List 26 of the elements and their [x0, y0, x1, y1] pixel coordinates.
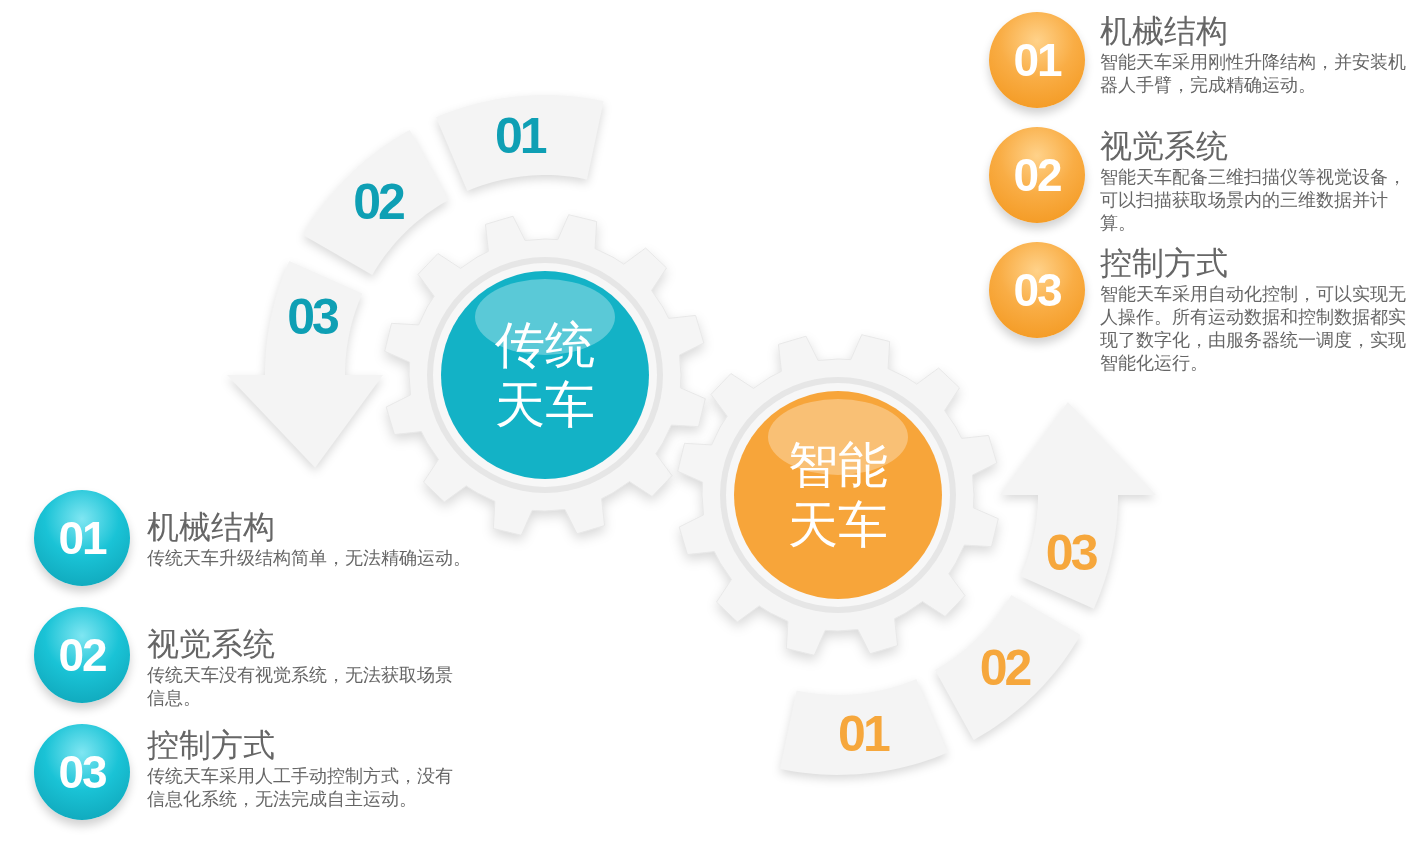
- item-description: 智能天车配备三维扫描仪等视觉设备，可以扫描获取场景内的三维数据并计算。: [1100, 166, 1407, 235]
- segment-number: 03: [1045, 528, 1096, 579]
- gear-label: 智能天车: [787, 436, 889, 555]
- number-badge: 02: [989, 127, 1085, 223]
- item-description: 传统天车没有视觉系统，无法获取场景信息。: [147, 664, 454, 710]
- item-description: 传统天车采用人工手动控制方式，没有信息化系统，无法完成自主运动。: [147, 765, 454, 811]
- segment-number: 02: [353, 177, 403, 228]
- item-description: 智能天车采用自动化控制，可以实现无人操作。所有运动数据和控制数据都实现了数字化，由服务器统一调度，实现智能化运行。: [1100, 283, 1407, 375]
- item-description: 智能天车采用刚性升降结构，并安装机器人手臂，完成精确运动。: [1100, 51, 1407, 97]
- item-heading: 机械结构: [1100, 14, 1228, 50]
- item-heading: 控制方式: [1100, 246, 1228, 282]
- gear-label: 传统天车: [494, 316, 596, 435]
- segment-number: 01: [494, 111, 545, 162]
- number-badge: 01: [34, 490, 130, 586]
- number-badge: 03: [989, 242, 1085, 338]
- item-heading: 视觉系统: [147, 627, 275, 663]
- item-description: 传统天车升级结构简单，无法精确运动。: [147, 547, 472, 570]
- number-badge: 01: [989, 12, 1085, 108]
- segment-number: 03: [287, 291, 337, 342]
- segment-number: 02: [979, 642, 1030, 693]
- item-heading: 机械结构: [147, 510, 275, 546]
- number-badge: 02: [34, 607, 130, 703]
- segment-number: 01: [838, 708, 888, 759]
- number-badge: 03: [34, 724, 130, 820]
- item-heading: 视觉系统: [1100, 129, 1228, 165]
- item-heading: 控制方式: [147, 728, 275, 764]
